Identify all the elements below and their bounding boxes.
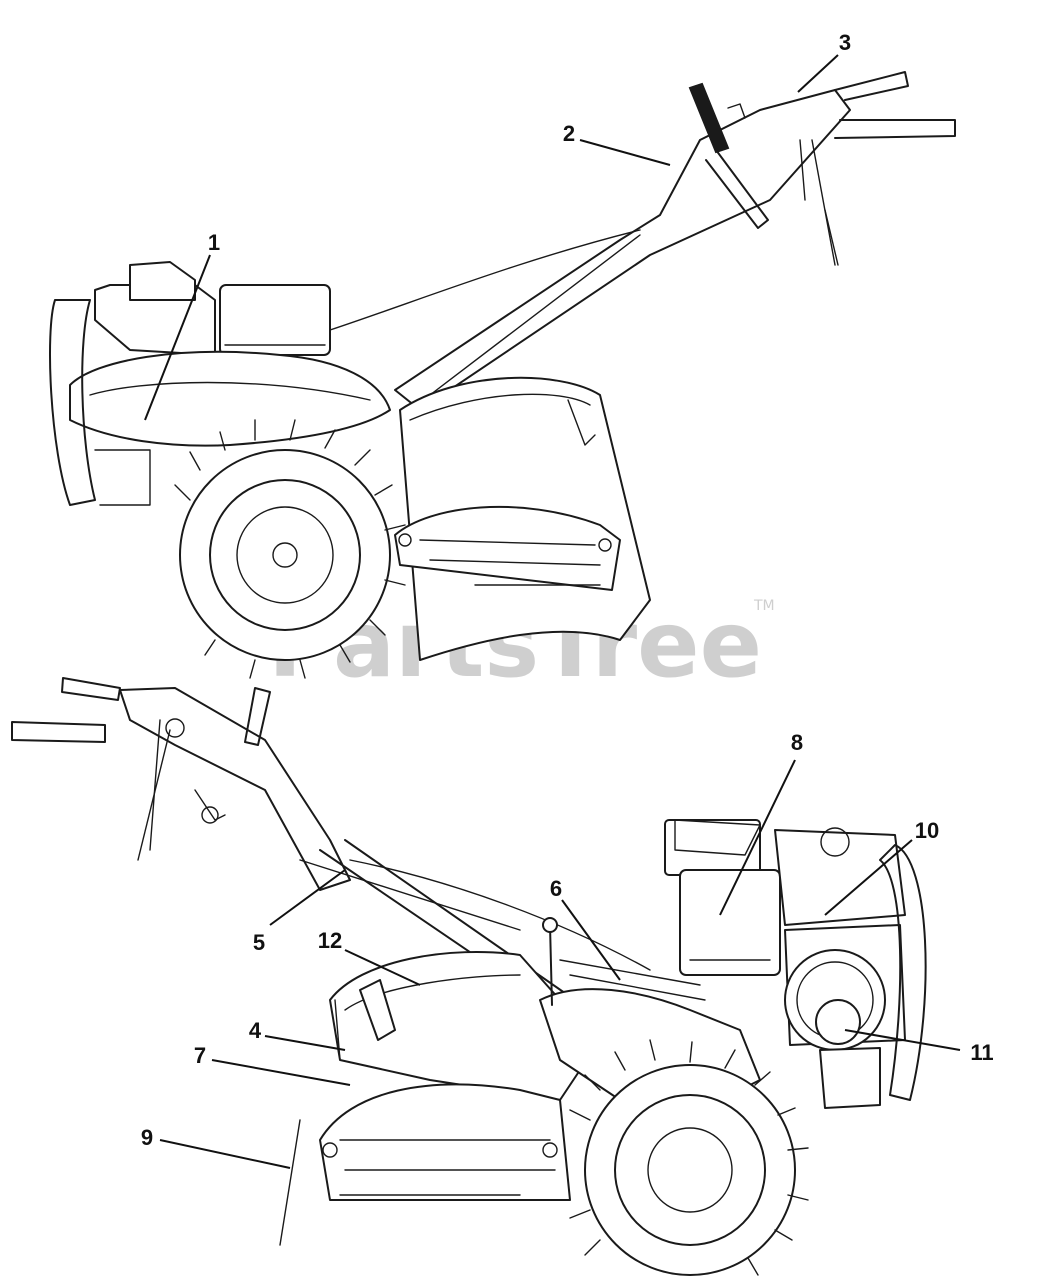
- svg-text:9: 9: [141, 1125, 153, 1150]
- tine-shield-bottom: [279, 1083, 571, 1246]
- svg-text:5: 5: [253, 930, 265, 955]
- callout-5: 5: [253, 869, 346, 955]
- callout-3: 3: [797, 30, 851, 93]
- callout-6: 6: [550, 876, 621, 981]
- svg-text:6: 6: [550, 876, 562, 901]
- callouts: 1 2 3 4 5 6 7 8: [141, 30, 994, 1169]
- callout-12: 12: [318, 928, 421, 986]
- tiller-bottom-view: [11, 677, 927, 1276]
- callout-7: 7: [194, 1043, 351, 1086]
- engine-bottom: [664, 819, 927, 1109]
- svg-text:8: 8: [791, 730, 803, 755]
- callout-1: 1: [144, 230, 220, 421]
- handlebar-bottom: [11, 677, 351, 891]
- svg-text:4: 4: [249, 1018, 262, 1043]
- callout-9: 9: [141, 1125, 291, 1169]
- tine-shield-top: [394, 505, 621, 591]
- svg-text:12: 12: [318, 928, 342, 953]
- wheel-top: [174, 419, 406, 679]
- tiller-top-view: [49, 71, 956, 679]
- svg-text:1: 1: [208, 230, 220, 255]
- callout-2: 2: [563, 121, 671, 166]
- callout-8: 8: [719, 730, 803, 916]
- wheel-bottom: [569, 1039, 809, 1276]
- svg-text:7: 7: [194, 1043, 206, 1068]
- callout-4: 4: [249, 1018, 346, 1051]
- engine-top: [94, 261, 331, 356]
- svg-text:11: 11: [970, 1040, 993, 1065]
- watermark-trademark: TM: [753, 598, 775, 614]
- callout-10: 10: [824, 818, 939, 916]
- svg-text:3: 3: [839, 30, 851, 55]
- callout-11: 11: [844, 1029, 994, 1065]
- handlebar-top: [394, 71, 956, 411]
- side-guard-top: [49, 299, 391, 506]
- svg-text:10: 10: [915, 818, 939, 843]
- svg-text:2: 2: [563, 121, 575, 146]
